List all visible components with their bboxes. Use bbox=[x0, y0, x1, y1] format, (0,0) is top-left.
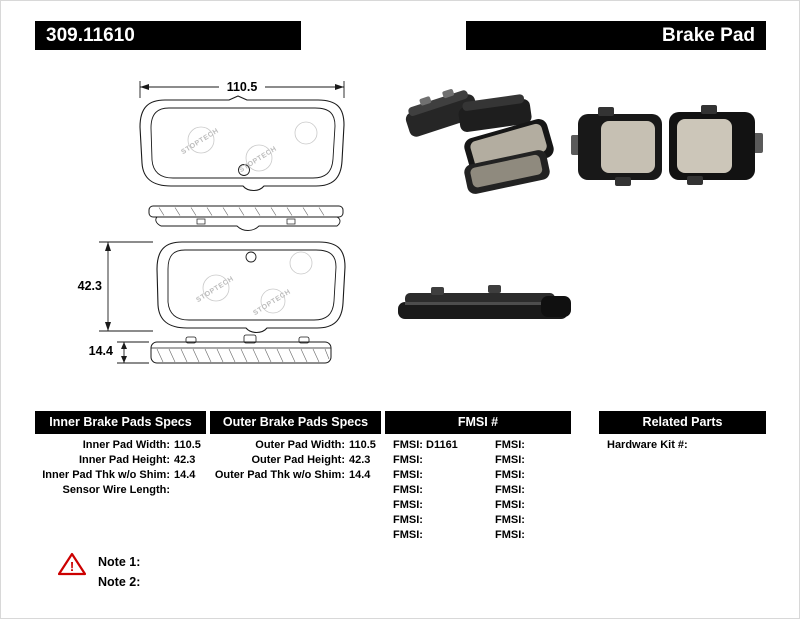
height-dimension-label: 42.3 bbox=[78, 279, 102, 293]
fmsi-cell: FMSI: bbox=[495, 514, 525, 526]
spec-value: 110.5 bbox=[349, 439, 376, 451]
product-type-title: Brake Pad bbox=[662, 25, 755, 46]
related-part-label: Hardware Kit #: bbox=[607, 439, 688, 451]
pad-thickness-hatching bbox=[156, 348, 330, 363]
inner-specs-rows: Inner Pad Width: 110.5 Inner Pad Height:… bbox=[35, 438, 206, 498]
fmsi-row: FMSI: FMSI: bbox=[385, 468, 571, 483]
spec-label: Outer Pad Height: bbox=[251, 454, 345, 466]
thickness-dimension-label: 14.4 bbox=[89, 344, 113, 358]
spec-value: 14.4 bbox=[174, 469, 196, 481]
related-parts-title: Related Parts bbox=[642, 415, 723, 429]
outer-specs-rows: Outer Pad Width: 110.5 Outer Pad Height:… bbox=[210, 438, 381, 483]
fmsi-cell: FMSI: bbox=[495, 469, 525, 481]
outer-pad-front-drawing bbox=[156, 241, 346, 334]
spec-label: Inner Pad Width: bbox=[82, 439, 170, 451]
inner-specs-title: Inner Brake Pads Specs bbox=[49, 415, 192, 429]
fmsi-cell: FMSI: bbox=[495, 454, 525, 466]
fmsi-row: FMSI: FMSI: bbox=[385, 528, 571, 543]
note-lines: Note 1: Note 2: bbox=[98, 552, 140, 592]
inner-pad-front-drawing bbox=[139, 95, 345, 192]
inner-pad-watermark-logos bbox=[187, 121, 318, 172]
outer-specs-header: Outer Brake Pads Specs bbox=[210, 411, 381, 434]
notes-section: ! Note 1: Note 2: bbox=[58, 552, 140, 592]
pad-photo-cluster-angled bbox=[405, 89, 554, 194]
spec-label: Inner Pad Height: bbox=[78, 454, 170, 466]
spec-value: 42.3 bbox=[349, 454, 371, 466]
fmsi-cell: FMSI: bbox=[393, 529, 423, 541]
note-2: Note 2: bbox=[98, 575, 141, 589]
outer-pad-height-row: Outer Pad Height: 42.3 bbox=[210, 453, 381, 468]
fmsi-title: FMSI # bbox=[457, 415, 499, 429]
fmsi-cell: FMSI: bbox=[495, 484, 525, 496]
fmsi-rows: FMSI: D1161 FMSI: FMSI: FMSI: FMSI: FMSI… bbox=[385, 438, 571, 543]
fmsi-cell: FMSI: bbox=[393, 514, 423, 526]
pad-side-view-drawing bbox=[148, 205, 344, 231]
outer-pad-watermark-logos bbox=[202, 251, 313, 314]
fmsi-row: FMSI: FMSI: bbox=[385, 498, 571, 513]
outer-specs-title: Outer Brake Pads Specs bbox=[222, 415, 369, 429]
pad-thickness-drawing bbox=[150, 334, 332, 364]
spec-label: Outer Pad Width: bbox=[255, 439, 345, 451]
fmsi-row: FMSI: FMSI: bbox=[385, 513, 571, 528]
warning-triangle-icon: ! bbox=[58, 552, 86, 576]
fmsi-cell: FMSI: D1161 bbox=[393, 439, 458, 451]
inner-pad-height-row: Inner Pad Height: 42.3 bbox=[35, 453, 206, 468]
fmsi-cell: FMSI: bbox=[393, 454, 423, 466]
spec-label: Inner Pad Thk w/o Shim: bbox=[42, 469, 170, 481]
note-1: Note 1: bbox=[98, 555, 141, 569]
fmsi-row: FMSI: FMSI: bbox=[385, 453, 571, 468]
warning-exclamation: ! bbox=[70, 559, 74, 574]
spec-label: Outer Pad Thk w/o Shim: bbox=[214, 469, 345, 481]
inner-pad-thickness-row: Inner Pad Thk w/o Shim: 14.4 bbox=[35, 468, 206, 483]
spec-label: Sensor Wire Length: bbox=[62, 484, 170, 496]
fmsi-header: FMSI # bbox=[385, 411, 571, 434]
product-type-bar: Brake Pad bbox=[466, 21, 766, 50]
pad-photo-stacked bbox=[398, 285, 571, 319]
related-parts-header: Related Parts bbox=[599, 411, 766, 434]
sensor-wire-length-row: Sensor Wire Length: bbox=[35, 483, 206, 498]
fmsi-cell: FMSI: bbox=[495, 439, 525, 451]
inner-specs-header: Inner Brake Pads Specs bbox=[35, 411, 206, 434]
fmsi-cell: FMSI: bbox=[495, 529, 525, 541]
outer-pad-thickness-row: Outer Pad Thk w/o Shim: 14.4 bbox=[210, 468, 381, 483]
pad-photo-cluster-facing bbox=[571, 105, 763, 186]
fmsi-cell: FMSI: bbox=[393, 484, 423, 496]
spec-value: 110.5 bbox=[174, 439, 201, 451]
fmsi-row: FMSI: FMSI: bbox=[385, 483, 571, 498]
spec-value: 14.4 bbox=[349, 469, 371, 481]
fmsi-cell: FMSI: bbox=[495, 499, 525, 511]
part-number-bar: 309.11610 bbox=[35, 21, 301, 50]
spec-value: 42.3 bbox=[174, 454, 196, 466]
fmsi-row: FMSI: D1161 FMSI: bbox=[385, 438, 571, 453]
related-parts-rows: Hardware Kit #: bbox=[599, 438, 766, 453]
inner-pad-width-row: Inner Pad Width: 110.5 bbox=[35, 438, 206, 453]
thickness-dimension bbox=[117, 341, 149, 364]
spec-value bbox=[170, 483, 206, 498]
pad-side-view-hatching bbox=[158, 207, 325, 216]
fmsi-cell: FMSI: bbox=[393, 499, 423, 511]
width-dimension bbox=[139, 81, 345, 98]
hardware-kit-row: Hardware Kit #: bbox=[599, 438, 766, 453]
width-dimension-label: 110.5 bbox=[227, 80, 258, 94]
part-number: 309.11610 bbox=[46, 25, 135, 46]
height-dimension bbox=[99, 241, 153, 332]
fmsi-cell: FMSI: bbox=[393, 469, 423, 481]
outer-pad-width-row: Outer Pad Width: 110.5 bbox=[210, 438, 381, 453]
